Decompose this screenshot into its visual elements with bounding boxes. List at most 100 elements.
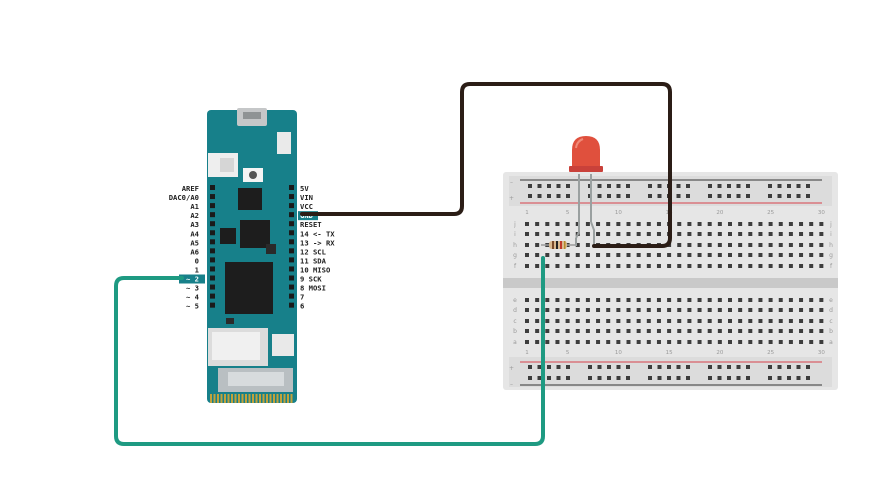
breadboard-hole [778,319,783,323]
breadboard-hole [525,222,529,226]
rail-hole [616,365,621,369]
breadboard-hole [596,329,601,333]
rail-hole [607,365,611,369]
breadboard-hole [626,298,631,302]
rail-hole [657,194,662,198]
breadboard-hole [626,319,631,323]
breadboard-hole [525,243,529,247]
breadboard-hole [616,308,621,312]
breadboard-hole [819,243,824,247]
breadboard-hole [616,232,621,236]
rail-hole [777,194,782,198]
breadboard-hole [799,308,804,312]
breadboard-hole [707,298,712,302]
rail-hole [736,194,741,198]
breadboard-hole [728,308,732,312]
breadboard-hole [565,329,570,333]
rail-hole [727,194,731,198]
breadboard-hole [606,340,611,344]
breadboard-hole [748,308,753,312]
resistor [541,241,575,249]
breadboard-hole [788,329,793,333]
edge-contact [269,394,272,403]
breadboard-hole [748,298,753,302]
breadboard-hole [545,298,550,302]
breadboard-hole [768,232,773,236]
rail-hole [787,365,791,369]
breadboard-hole [809,253,814,257]
rail-hole [537,365,542,369]
breadboard-hole [535,243,540,247]
breadboard-hole [799,329,804,333]
breadboard-hole [687,222,692,226]
breadboard-hole [667,319,672,323]
row-label: g [829,252,833,259]
column-label: 25 [767,210,774,216]
breadboard-hole [758,329,763,333]
rail-hole [547,194,551,198]
breadboard-hole [707,232,712,236]
rail-hole [528,376,532,380]
breadboard-hole [535,298,540,302]
breadboard-hole [575,319,580,323]
breadboard-hole [738,319,743,323]
breadboard-hole [768,340,773,344]
breadboard-hole [626,232,631,236]
rail-hole [676,376,681,380]
breadboard-hole [819,222,824,226]
column-label: 30 [818,350,825,356]
edge-contact [241,394,244,403]
breadboard-hole [819,340,824,344]
breadboard-hole [707,329,712,333]
rail-hole [796,194,801,198]
row-label: f [830,263,833,270]
right-pin-label: 12 SCL [300,247,327,256]
header-pin [289,293,294,299]
left-pin-label: 1 [195,265,199,274]
rail-hole [686,376,690,380]
breadboard-hole [656,319,661,323]
breadboard-hole [585,253,590,257]
breadboard-hole [656,329,661,333]
breadboard-hole [646,298,651,302]
row-label: h [513,242,517,249]
breadboard-hole [636,264,641,268]
rail-hole [597,194,602,198]
rail-hole [528,365,532,369]
edge-contact [252,394,254,403]
arduino-board [207,108,297,403]
breadboard-hole [575,243,580,247]
row-label: d [513,307,517,314]
breadboard-hole [616,222,621,226]
breadboard-hole [799,243,804,247]
breadboard-hole [697,308,702,312]
breadboard-hole [616,264,621,268]
breadboard-hole [677,222,682,226]
breadboard-hole [555,298,560,302]
right-pin-label: VIN [300,193,313,202]
header-pin [210,239,215,245]
breadboard-hole [768,319,773,323]
edge-contact [273,394,275,403]
left-pin-label: ~ 4 [186,293,199,302]
rail-hole [686,184,690,188]
breadboard-hole [565,264,570,268]
edge-contact [231,394,233,403]
rail-minus-bottom: – [510,381,513,388]
edge-contact [283,394,286,403]
rail-hole [556,184,561,188]
breadboard-hole [809,222,814,226]
breadboard-hole [748,253,753,257]
breadboard-hole [748,222,753,226]
breadboard-hole [819,308,824,312]
breadboard-hole [626,329,631,333]
rail-hole [616,184,621,188]
row-label: i [514,231,516,238]
breadboard-hole [778,298,783,302]
breadboard-hole [565,298,570,302]
row-label: e [829,297,833,304]
column-label: 1 [525,210,529,216]
breadboard-hole [717,264,722,268]
breadboard-hole [585,298,590,302]
